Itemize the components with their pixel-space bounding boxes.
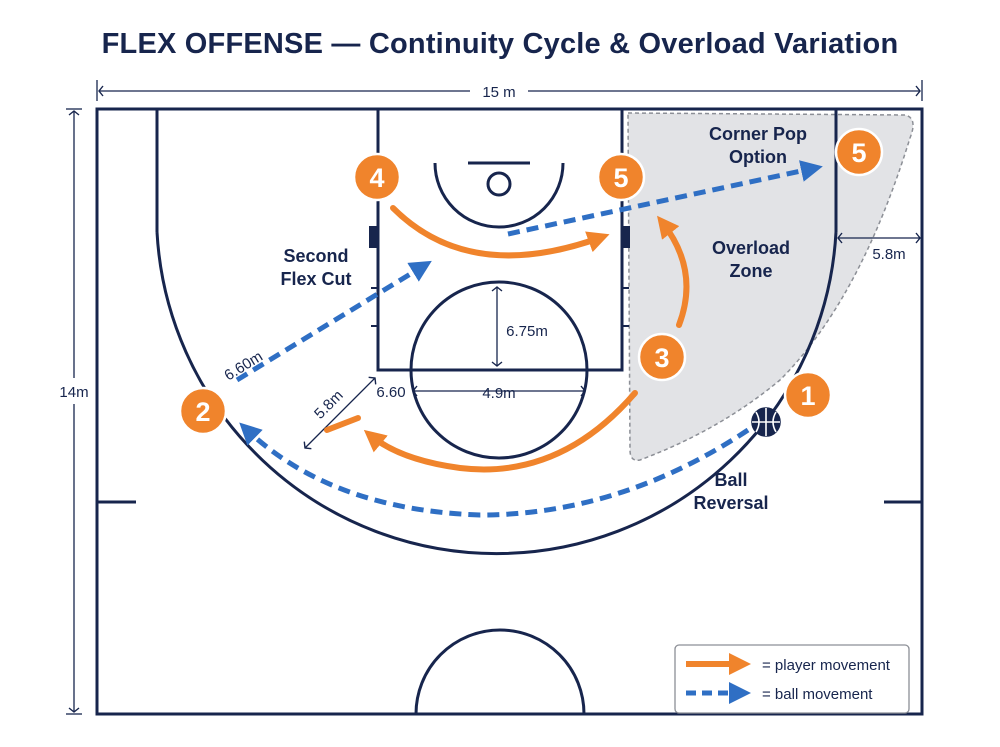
corner-pop-label-2: Option — [729, 147, 787, 167]
overload-zone-area — [627, 112, 914, 462]
overload-zone-label-1: Overload — [712, 238, 790, 258]
player-3-label: 3 — [654, 343, 669, 373]
cut-3-to-elbow — [363, 390, 638, 473]
free-throw-circle — [409, 280, 589, 460]
player-2-marker: 2 — [178, 386, 228, 436]
pass-ball-reversal — [239, 422, 750, 518]
corner-pop-label-1: Corner Pop — [709, 124, 807, 144]
player-5-corner-marker: 5 — [834, 127, 884, 177]
second-flex-cut-label-2: Flex Cut — [280, 269, 351, 289]
second-flex-cut-label-1: Second — [283, 246, 348, 266]
screen-mark — [324, 415, 361, 433]
wing-distance-label: 6.60m — [221, 348, 265, 385]
player-4-marker: 4 — [352, 152, 402, 202]
lane-height-label: 6.75m — [506, 323, 548, 340]
corner-distance-label: 5.8m — [872, 246, 905, 263]
player-3-marker: 3 — [637, 332, 687, 382]
pass-wing-to-corner — [507, 160, 823, 237]
legend-player-label: = player movement — [762, 657, 891, 674]
player-movement-paths — [363, 205, 690, 473]
player-1-label: 1 — [800, 381, 815, 411]
restricted-arc — [433, 162, 565, 229]
player-1-marker: 1 — [783, 370, 833, 420]
elbow-label: 6.60 — [376, 384, 405, 401]
dimension-lines — [66, 80, 923, 715]
player-2-label: 2 — [195, 397, 210, 427]
height-label: 14m — [59, 384, 88, 401]
player-markers: 1 2 3 4 5 5 — [178, 127, 884, 436]
arc-distance-label: 5.8m — [311, 387, 347, 423]
ball-reversal-label-1: Ball — [714, 470, 747, 490]
lane-marks — [369, 226, 630, 327]
player-5-corner-label: 5 — [851, 138, 866, 168]
diagram-title: FLEX OFFENSE — Continuity Cycle & Overlo… — [101, 28, 899, 60]
ball-movement-paths — [235, 160, 823, 518]
overload-zone-label-2: Zone — [730, 261, 773, 281]
player-5-block-marker: 5 — [596, 152, 646, 202]
cut-3-to-5 — [657, 215, 690, 328]
ball-reversal-label-2: Reversal — [693, 493, 768, 513]
player-4-label: 4 — [369, 163, 384, 193]
player-5-block-label: 5 — [613, 163, 628, 193]
cut-4-to-block — [390, 205, 610, 259]
basketball-icon — [751, 407, 781, 437]
center-circle — [414, 628, 586, 715]
rim — [486, 171, 512, 197]
width-label: 15 m — [482, 84, 515, 101]
lane-width-label: 4.9m — [482, 385, 515, 402]
legend-ball-label: = ball movement — [762, 686, 873, 703]
legend: = player movement = ball movement — [674, 644, 910, 714]
